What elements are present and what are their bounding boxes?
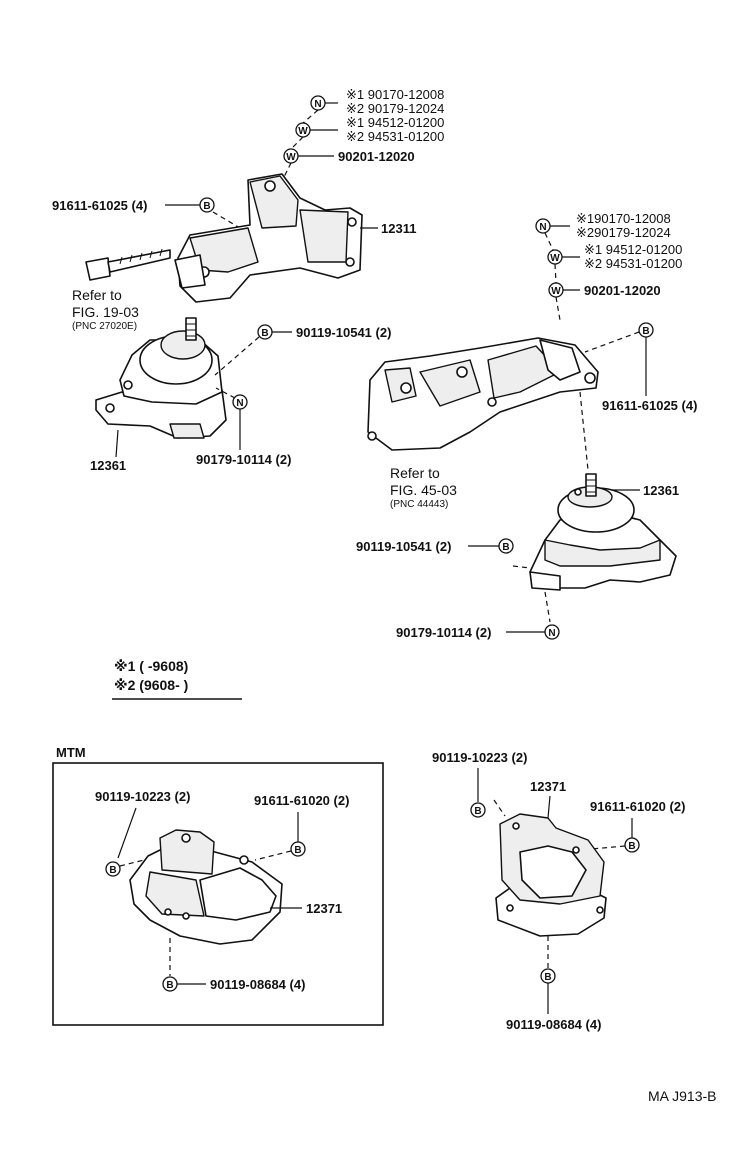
label-mtm-b-top: 90119-10223 (2): [95, 789, 190, 804]
label-r-b-bolt: 91611-61025 (4): [602, 398, 697, 413]
bolt-icon: B: [638, 322, 654, 338]
label-r-w2: 90201-12020: [584, 283, 661, 298]
refer-1-line-2: FIG. 19-03: [72, 304, 139, 320]
svg-text:B: B: [294, 845, 301, 856]
refer-2-line-1: Refer to: [390, 465, 440, 481]
label-left-n: 90179-10114 (2): [196, 452, 291, 467]
bolt-icon: B: [290, 841, 306, 857]
label-top-w2: 90201-12020: [338, 149, 415, 164]
engine-mount-12371-mtm: [129, 829, 283, 945]
label-left-mount: 12361: [90, 458, 126, 473]
nut-icon: N: [310, 95, 326, 111]
svg-text:N: N: [236, 398, 243, 409]
engine-mount-12371-right: [495, 813, 607, 937]
engine-mount-12361-right: [529, 473, 677, 591]
footer-code: MA J913-B: [648, 1088, 716, 1104]
svg-text:N: N: [548, 628, 555, 639]
refer-1-line-1: Refer to: [72, 287, 122, 303]
label-top-w-1: ※1 94512-01200: [346, 115, 444, 130]
label-r-n-1: ※190170-12008: [576, 211, 671, 226]
legend-2: ※2 (9608- ): [114, 677, 188, 693]
label-r-mount: 12361: [643, 483, 679, 498]
svg-text:N: N: [539, 222, 546, 233]
svg-text:W: W: [286, 152, 296, 163]
engine-mount-12361-left: [95, 317, 227, 439]
bolt-icon: B: [470, 802, 486, 818]
bolt-icon: B: [498, 538, 514, 554]
svg-text:B: B: [261, 328, 268, 339]
label-top-bracket: 12311: [381, 221, 416, 236]
svg-text:N: N: [314, 99, 321, 110]
washer-icon: W: [283, 148, 299, 164]
mtm-box: [52, 762, 384, 1026]
label-rb-b-right: 91611-61020 (2): [590, 799, 685, 814]
bolt-icon: B: [257, 324, 273, 340]
engine-bracket-right: [367, 337, 599, 451]
svg-text:B: B: [109, 865, 116, 876]
label-rb-b-bottom: 90119-08684 (4): [506, 1017, 601, 1032]
label-mtm-b-right: 91611-61020 (2): [254, 793, 349, 808]
svg-text:W: W: [298, 126, 308, 137]
long-bolt: [85, 248, 171, 281]
label-rb-b-top: 90119-10223 (2): [432, 750, 527, 765]
svg-text:W: W: [551, 286, 561, 297]
mtm-title: MTM: [56, 745, 86, 760]
engine-bracket-12311: [174, 173, 363, 303]
svg-text:B: B: [544, 972, 551, 983]
refer-2-line-3: (PNC 44443): [390, 499, 448, 510]
washer-icon: W: [295, 122, 311, 138]
bolt-icon: B: [162, 976, 178, 992]
bolt-icon: B: [624, 837, 640, 853]
nut-icon: N: [535, 218, 551, 234]
label-r-w-2: ※2 94531-01200: [584, 256, 682, 271]
label-left-b: 90119-10541 (2): [296, 325, 391, 340]
svg-text:B: B: [203, 201, 210, 212]
bolt-icon: B: [540, 968, 556, 984]
label-r-w-1: ※1 94512-01200: [584, 242, 682, 257]
washer-icon: W: [547, 249, 563, 265]
label-rb-mount: 12371: [530, 779, 566, 794]
label-top-n-2: ※2 90179-12024: [346, 101, 444, 116]
refer-2-line-2: FIG. 45-03: [390, 482, 457, 498]
refer-1-line-3: (PNC 27020E): [72, 321, 137, 332]
svg-text:B: B: [502, 542, 509, 553]
label-top-b-bolt: 91611-61025 (4): [52, 198, 147, 213]
label-mtm-mount: 12371: [306, 901, 342, 916]
svg-text:B: B: [642, 326, 649, 337]
nut-icon: N: [544, 624, 560, 640]
label-top-w-2: ※2 94531-01200: [346, 129, 444, 144]
label-top-n-1: ※1 90170-12008: [346, 87, 444, 102]
label-r-n: 90179-10114 (2): [396, 625, 491, 640]
bolt-icon: B: [199, 197, 215, 213]
label-r-n-2: ※290179-12024: [576, 225, 671, 240]
nut-icon: N: [232, 394, 248, 410]
label-mtm-b-bottom: 90119-08684 (4): [210, 977, 305, 992]
bolt-icon: B: [105, 861, 121, 877]
svg-text:B: B: [628, 841, 635, 852]
svg-text:W: W: [550, 253, 560, 264]
legend-1: ※1 ( -9608): [114, 658, 188, 674]
washer-icon: W: [548, 282, 564, 298]
svg-text:B: B: [474, 806, 481, 817]
svg-text:B: B: [166, 980, 173, 991]
label-r-b: 90119-10541 (2): [356, 539, 451, 554]
